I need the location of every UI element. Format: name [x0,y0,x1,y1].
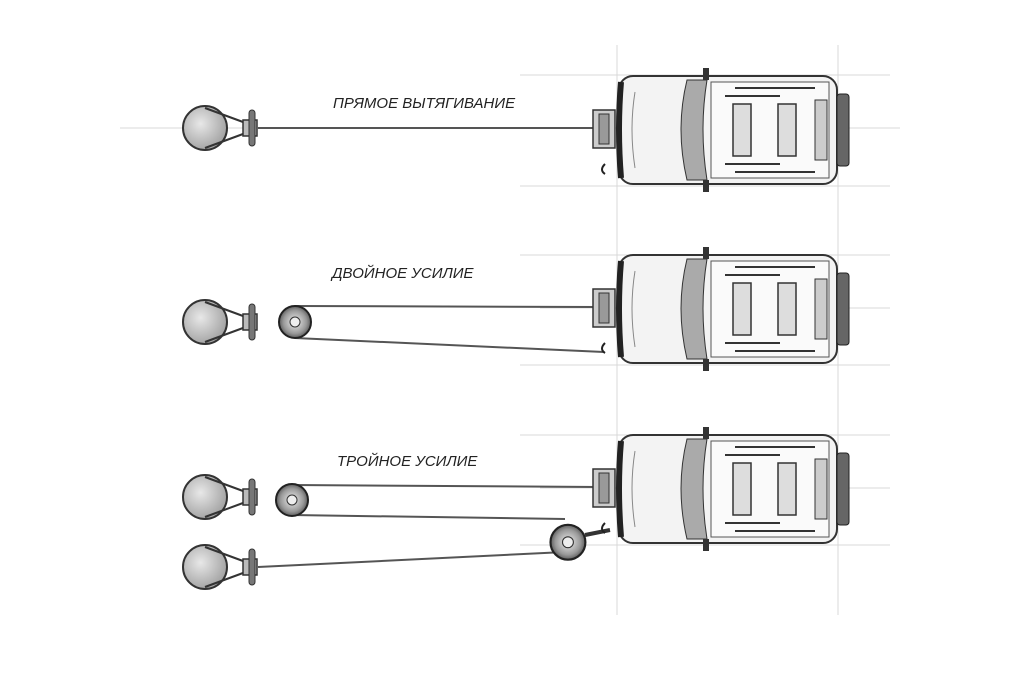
row-label-triple: ТРОЙНОЕ УСИЛИЕ [337,452,478,470]
row-triple-pull: ТРОЙНОЕ УСИЛИЕ [182,427,849,590]
vehicle-icon [593,68,849,192]
return-rope [294,337,605,353]
vehicle-icon [593,247,849,371]
snatch-block-icon [549,523,587,561]
vehicle-icon [593,427,849,551]
anchor-tree-icon [182,299,258,345]
return-rope [257,551,566,568]
middle-rope [291,514,566,520]
anchor-tree-icon [182,544,258,590]
winch-rope [291,484,599,488]
snatch-block-icon [275,483,309,517]
shackle-icon [584,528,611,537]
snatch-block-icon [278,305,312,339]
row-double-pull: ДВОЙНОЕ УСИЛИЕ [182,247,849,371]
anchor-tree-icon [182,474,258,520]
row-label-direct: ПРЯМОЕ ВЫТЯГИВАНИЕ [333,95,516,112]
anchor-tree-icon [182,105,258,151]
winch-rope [294,305,599,308]
row-label-double: ДВОЙНОЕ УСИЛИЕ [330,264,474,282]
row-direct-pull: ПРЯМОЕ ВЫТЯГИВАНИЕ [182,68,849,192]
